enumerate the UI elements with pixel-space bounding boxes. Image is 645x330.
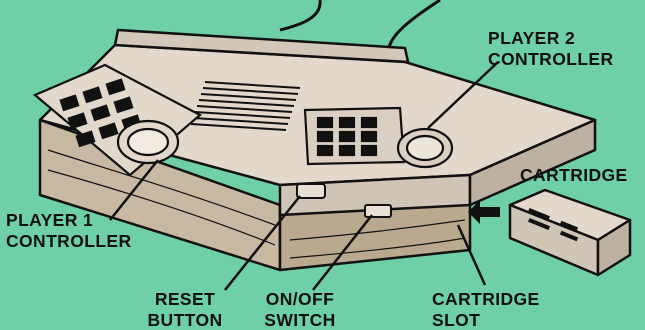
player2-controller-label: PLAYER 2 CONTROLLER [488, 28, 614, 70]
onoff-switch-label: ON/OFF SWITCH [250, 289, 350, 330]
cartridge-label-line1: CARTRIDGE [520, 165, 628, 186]
cartridge-slot-label: CARTRIDGE SLOT [432, 289, 540, 330]
cartridge [510, 190, 630, 275]
onoff-switch-shape [365, 205, 391, 217]
reset-button-label: RESET BUTTON [130, 289, 240, 330]
player2-label-line1: PLAYER 2 [488, 28, 614, 49]
player1-label-line2: CONTROLLER [6, 231, 132, 252]
reset-label-line1: RESET [130, 289, 240, 310]
player2-label-line2: CONTROLLER [488, 49, 614, 70]
onoff-label-line2: SWITCH [250, 310, 350, 330]
player1-label-line1: PLAYER 1 [6, 210, 132, 231]
slot-label-line2: SLOT [432, 310, 540, 330]
reset-label-line2: BUTTON [130, 310, 240, 330]
cartridge-label: CARTRIDGE [520, 165, 628, 186]
player1-controller-label: PLAYER 1 CONTROLLER [6, 210, 132, 252]
reset-button-shape [297, 184, 325, 198]
onoff-label-line1: ON/OFF [250, 289, 350, 310]
slot-label-line1: CARTRIDGE [432, 289, 540, 310]
